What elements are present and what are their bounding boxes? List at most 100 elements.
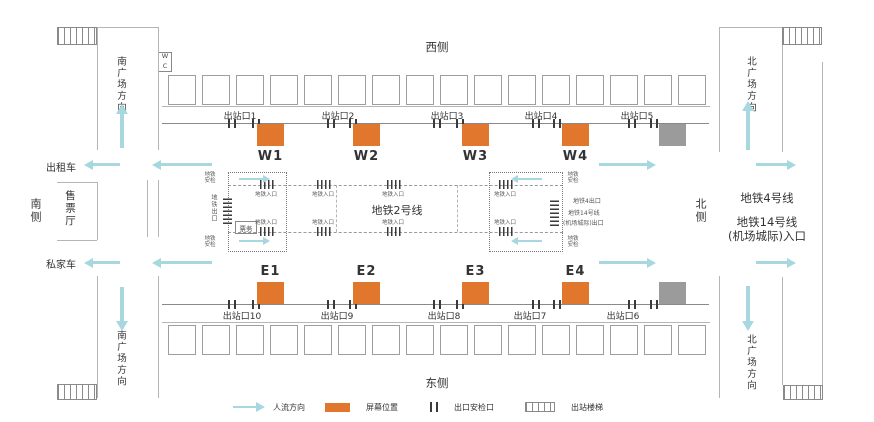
shop-unit-bottom <box>576 325 604 355</box>
wall-segment <box>57 240 97 241</box>
line4-exit-stairs-icon <box>550 198 559 226</box>
flow-arrow-left <box>92 261 120 264</box>
shop-unit-bottom <box>168 325 196 355</box>
security-gate-icon <box>327 119 335 128</box>
screen-label-west: W3 <box>462 149 489 164</box>
metro-entrance-label: 地铁入口 <box>312 220 335 226</box>
metro-entrance-label: 地铁入口 <box>312 192 335 198</box>
flow-arrow-down <box>120 287 124 322</box>
shop-row-line <box>162 322 710 323</box>
wall-segment <box>57 182 97 183</box>
west-side-label: 西侧 <box>425 40 449 54</box>
shop-unit-top <box>236 75 264 105</box>
legend-item: 人流方向 <box>233 400 305 414</box>
wall-segment <box>719 276 720 398</box>
shop-unit-bottom <box>338 325 366 355</box>
flow-arrow-right <box>756 163 788 166</box>
metro-entrance-label: 地铁入口 <box>255 220 278 226</box>
wc-room: WC <box>158 52 172 72</box>
north-side-label: 北侧 <box>694 198 707 224</box>
metro-line2-label: 地铁2号线 <box>371 204 423 217</box>
screen-box-west <box>462 124 489 146</box>
shop-unit-bottom <box>440 325 468 355</box>
flow-arrow-icon <box>233 406 257 408</box>
screen-box-east <box>562 282 589 304</box>
gray-box-top <box>659 124 686 146</box>
shop-unit-top <box>338 75 366 105</box>
shop-unit-bottom <box>508 325 536 355</box>
wall-segment <box>158 27 159 150</box>
shop-unit-bottom <box>372 325 400 355</box>
security-gate-icon <box>553 119 561 128</box>
metro-line14-entrance-label: (机场城际)入口 <box>728 229 806 243</box>
north-plaza-direction-bottom: 北广场方向 <box>745 334 756 392</box>
concourse-dashed-divider <box>457 185 458 232</box>
wall-segment <box>719 27 782 28</box>
metro-entrance-label: 地铁入口 <box>494 192 517 198</box>
exit-label-top: 出站口3 <box>430 112 464 122</box>
security-gate-icon <box>628 119 636 128</box>
exit-stairs <box>783 385 823 400</box>
security-gate-icon <box>433 119 441 128</box>
shop-unit-top <box>168 75 196 105</box>
wall-segment <box>97 182 98 240</box>
shop-unit-top <box>576 75 604 105</box>
taxi-label: 出租车 <box>46 163 76 174</box>
exit-stairs <box>57 384 97 400</box>
ticket-hall-label: 售票厅 <box>64 190 76 228</box>
security-gate-icon <box>327 300 335 309</box>
metro-security-label: 地铁安检 <box>204 172 216 185</box>
screen-label-west: W1 <box>257 149 284 164</box>
flow-arrow-up <box>120 113 124 148</box>
screen-box-east <box>462 282 489 304</box>
metro-line14-exit-label-1: 地铁14号线 <box>568 210 600 217</box>
shop-unit-bottom <box>542 325 570 355</box>
security-gate-icon <box>532 119 540 128</box>
flow-arrow-left <box>160 163 212 166</box>
metro-line4-exit-label: 地铁4出口 <box>573 198 601 205</box>
security-gate-icon <box>650 119 658 128</box>
shop-unit-bottom <box>406 325 434 355</box>
security-gate-icon <box>433 300 441 309</box>
security-gate-icon <box>553 300 561 309</box>
screen-label-west: W2 <box>353 149 380 164</box>
screen-label-east: E1 <box>260 264 281 279</box>
exit-label-bottom: 出站口8 <box>427 312 461 322</box>
legend-item: 出口安检口 <box>430 400 494 414</box>
south-plaza-direction-bottom: 南广场方向 <box>115 330 126 388</box>
wc-label: WC <box>161 52 169 72</box>
flow-arrow-up <box>746 110 750 150</box>
exit-label-top: 出站口4 <box>524 112 558 122</box>
legend-item: 屏幕位置 <box>325 400 398 414</box>
flow-arrow-right <box>599 163 648 166</box>
security-gate-icon <box>456 300 464 309</box>
flow-arrow-left <box>160 261 212 264</box>
private-car-label: 私家车 <box>46 260 76 271</box>
shop-unit-bottom <box>474 325 502 355</box>
legend-label: 人流方向 <box>273 402 305 412</box>
security-gate-legend-icon <box>430 402 438 412</box>
legend-label: 出站楼梯 <box>571 402 603 412</box>
security-gate-icon <box>228 119 236 128</box>
security-gate-icon <box>456 119 464 128</box>
security-gate-icon <box>228 300 236 309</box>
metro-entrance-stairs-icon <box>317 227 333 236</box>
shop-unit-top <box>440 75 468 105</box>
security-gate-icon <box>532 300 540 309</box>
metro-security-label: 地铁安检 <box>567 172 579 185</box>
shop-unit-top <box>542 75 570 105</box>
metro-exit-label: 地铁出口 <box>210 194 217 222</box>
flow-arrow-left-small <box>517 240 542 242</box>
metro-entrance-stairs-icon <box>260 227 276 236</box>
metro-entrance-stairs-icon <box>260 180 276 189</box>
exit-gate-line <box>162 304 709 305</box>
shop-unit-bottom <box>202 325 230 355</box>
metro-entrance-stairs-icon <box>387 180 403 189</box>
security-gate-icon <box>650 300 658 309</box>
shop-unit-bottom <box>610 325 638 355</box>
screen-label-east: E3 <box>465 264 486 279</box>
shop-unit-top <box>508 75 536 105</box>
wall-segment <box>719 27 720 152</box>
exit-label-bottom: 出站口6 <box>606 312 640 322</box>
flow-arrow-right <box>756 261 788 264</box>
